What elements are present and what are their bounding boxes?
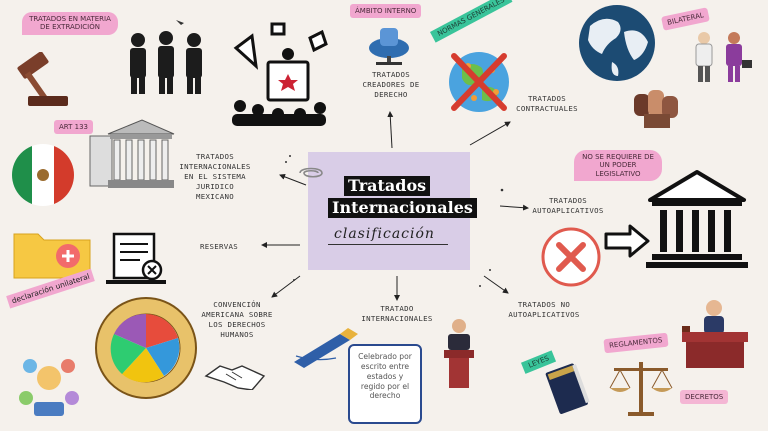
document-icon xyxy=(106,232,166,284)
extradicion-bubble: TRATADOS EN MATERIA DE EXTRADICIÓN xyxy=(22,12,118,35)
judge-desk-icon xyxy=(682,300,748,368)
business-people-icon xyxy=(695,32,752,82)
world-globe-icon xyxy=(579,5,655,81)
autoaplicativos-node: TRATADOS AUTOAPLICATIVOS xyxy=(532,196,604,215)
cross-mark-icon xyxy=(541,227,601,287)
creadores-node: TRATADOS CREADORES DE DERECHO xyxy=(362,70,420,99)
arrow-to-sistema xyxy=(279,173,307,186)
arrow-to-creadores xyxy=(387,111,394,149)
no-requiere-bubble: NO SE REQUIERE DE UN PODER LEGISLATIVO xyxy=(574,150,662,182)
gavel-icon xyxy=(17,52,68,106)
handshake-icon xyxy=(204,365,266,390)
no-autoaplicativos-node: TRATADOS NO AUTOAPLICATIVOS xyxy=(508,300,580,319)
mexico-flag-icon xyxy=(12,144,74,206)
title-line-2: Internacionales xyxy=(328,198,477,218)
arrow-to-no-autoaplicativos xyxy=(483,275,509,294)
arrow-right-icon xyxy=(604,224,650,258)
arrow-to-contractuales xyxy=(469,121,511,146)
celebrado-note: Celebrado por escrito entre estados y re… xyxy=(348,344,422,424)
sistema-juridico-node: TRATADOS INTERNACIONALES EN EL SISTEMA J… xyxy=(179,152,251,201)
oas-seal-icon xyxy=(95,297,197,399)
title-line-3: clasificación xyxy=(334,226,435,242)
scales-icon xyxy=(609,362,673,416)
arrow-to-convencion xyxy=(271,275,301,298)
art-133-label: ART 133 xyxy=(54,120,94,135)
fountain-pen-icon xyxy=(294,328,358,368)
government-building-icon xyxy=(646,170,748,268)
central-topic-card: Tratados Internacionales clasificación xyxy=(308,152,477,270)
title-line-1: Tratados xyxy=(344,176,431,196)
team-meeting-icon xyxy=(19,359,79,416)
police-officers-icon xyxy=(130,20,202,94)
united-fists-icon xyxy=(634,90,678,128)
law-book-icon xyxy=(545,363,590,414)
decretos-label: DECRETOS xyxy=(680,390,729,405)
reservas-node: RESERVAS xyxy=(200,242,238,251)
globe-cross-icon xyxy=(449,52,509,112)
clip-icon xyxy=(299,167,323,178)
tratado-internacionales-node: TRATADO INTERNACIONALES xyxy=(361,304,433,323)
ambito-interno-label: ÁMBITO INTERNO xyxy=(350,4,422,19)
underline-decor xyxy=(328,244,448,245)
arrow-to-autoaplicativos xyxy=(499,204,529,211)
courthouse-icon xyxy=(89,119,175,188)
folder-delete-icon xyxy=(13,233,91,279)
protest-group-icon xyxy=(232,22,328,126)
office-chair-icon xyxy=(369,28,409,65)
lectern-speaker-icon xyxy=(444,319,474,388)
contractuales-node: TRATADOS CONTRACTUALES xyxy=(516,94,578,113)
convencion-node: CONVENCIÓN AMERICANA SOBRE LOS DERECHOS … xyxy=(201,300,273,339)
